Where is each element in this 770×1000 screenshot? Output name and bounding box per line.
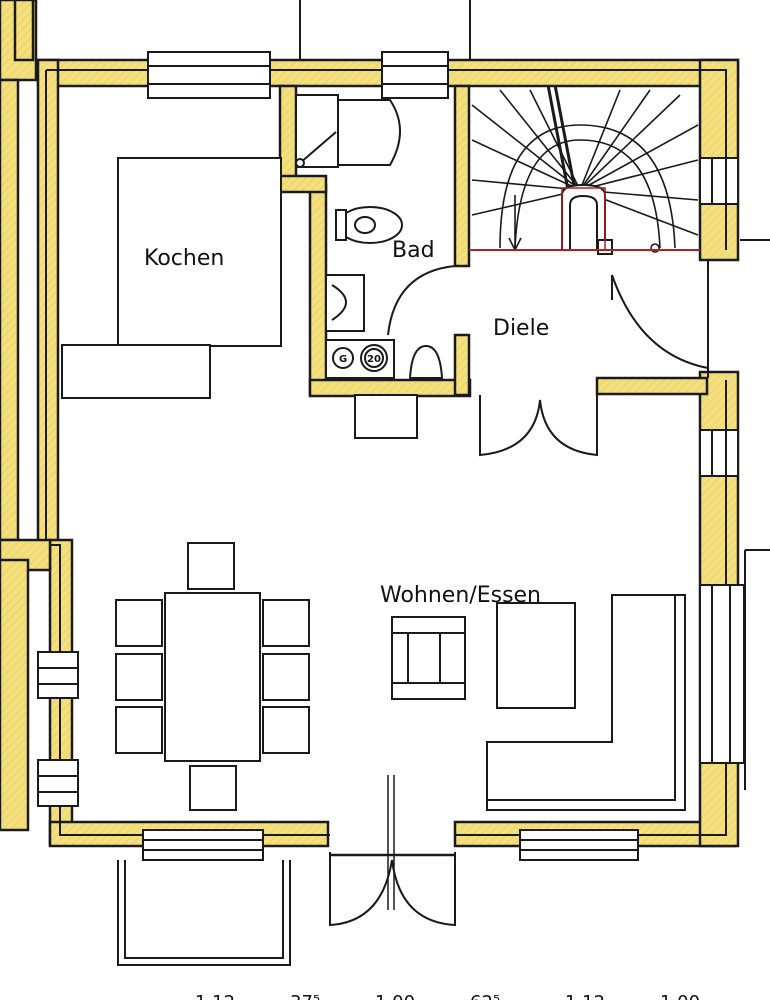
dimension-3: 1,00	[375, 992, 415, 1000]
dimension-2: 37⁵	[290, 992, 320, 1000]
shower	[295, 94, 339, 168]
staircase	[471, 84, 699, 253]
chair-right-3	[262, 706, 310, 754]
dimension-6: 1,00	[660, 992, 700, 1000]
doors	[329, 260, 709, 927]
chair-left-1	[115, 599, 163, 647]
window-top-2	[381, 51, 449, 99]
coffee-table	[496, 602, 576, 709]
window-top-1	[147, 51, 271, 99]
dining-table	[164, 592, 261, 762]
wall-bath-bottom	[308, 378, 472, 398]
chair-right-2	[262, 653, 310, 701]
dimension-5: 1,12	[565, 992, 605, 1000]
chair-left-2	[115, 653, 163, 701]
bathroom-fixtures	[295, 94, 456, 379]
interior-walls	[278, 84, 709, 398]
kitchen-counter-back	[117, 157, 282, 347]
door-entry-arc	[611, 274, 709, 369]
room-label-wohnen: Wohnen/Essen	[380, 583, 541, 608]
wall-bath-left	[308, 183, 328, 397]
kitchen-counters	[61, 157, 282, 399]
boiler-labels: G 20	[339, 354, 381, 365]
living-furniture	[391, 594, 686, 811]
room-label-bad: Bad	[392, 238, 435, 263]
window-left-1	[37, 651, 79, 699]
chair-left-3	[115, 706, 163, 754]
dimension-1: 1,12	[195, 992, 235, 1000]
dimension-4: 62⁵	[470, 992, 500, 1000]
chair-right-1	[262, 599, 310, 647]
dimension-row: 1,12 37⁵ 1,00 62⁵ 1,12 1,00	[195, 992, 700, 1000]
window-right-1	[699, 157, 739, 205]
window-left-2	[37, 759, 79, 807]
door-hall-living	[479, 395, 598, 457]
bath-bidet	[408, 344, 444, 379]
window-bottom-1	[142, 829, 264, 861]
window-right-3	[699, 584, 745, 764]
dining-set	[115, 542, 310, 811]
room-label-kochen: Kochen	[144, 246, 224, 271]
boiler-small-label: G	[339, 354, 347, 365]
window-right-2	[699, 429, 739, 477]
chair-bottom	[189, 765, 237, 811]
wall-hall-bottom	[595, 376, 709, 396]
wall-left-upper	[36, 58, 60, 552]
window-bottom-2	[519, 829, 639, 861]
boiler-small	[332, 347, 354, 369]
neighbour-walls	[0, 0, 52, 832]
kitchen-island	[61, 344, 211, 399]
stair-landing	[561, 183, 613, 255]
door-terrace	[329, 852, 456, 927]
boiler-large-label: 20	[367, 354, 381, 365]
outdoor-outlines	[117, 860, 291, 966]
wall-bath-stair	[453, 84, 471, 268]
windows	[37, 51, 745, 861]
shaft	[354, 394, 418, 439]
chair-top	[187, 542, 235, 590]
room-label-diele: Diele	[493, 316, 549, 341]
